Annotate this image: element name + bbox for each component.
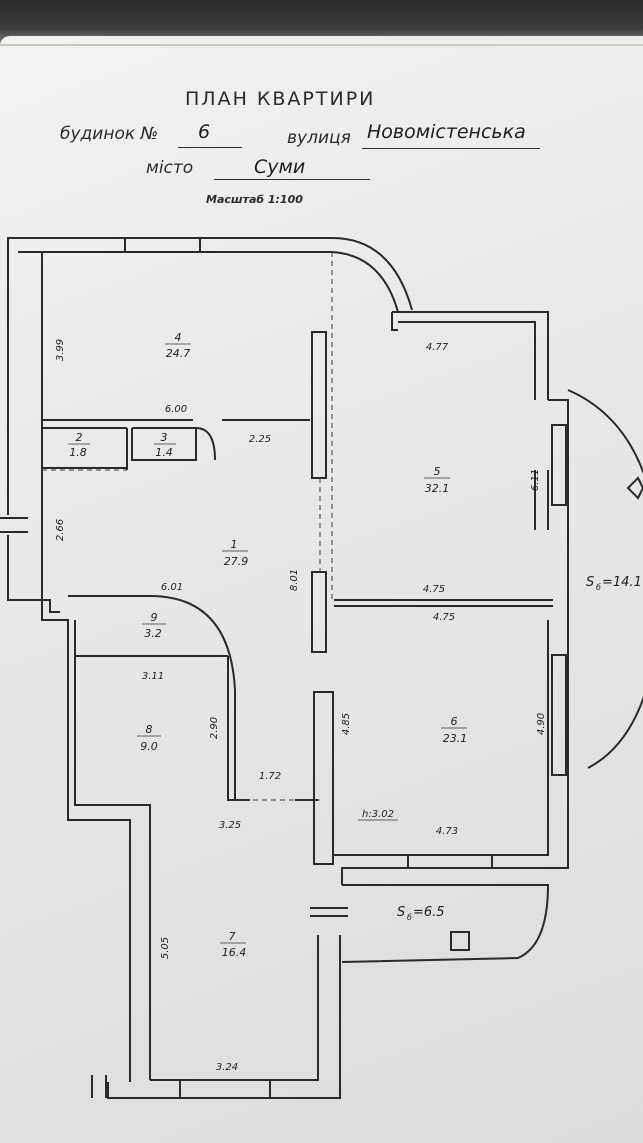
- dim-2-90: 2.90: [209, 717, 220, 739]
- bay-window-top: [331, 237, 413, 311]
- dim-3-24: 3.24: [216, 1062, 238, 1073]
- dim-3-25: 3.25: [219, 820, 241, 831]
- paper-sheet: [0, 36, 643, 1143]
- wall-left-outer: [7, 237, 18, 515]
- room-1-area: 27.9: [224, 555, 249, 568]
- house-label: будинок №: [60, 124, 159, 144]
- room-9-area: 3.2: [144, 627, 162, 640]
- room-7-area: 16.4: [222, 946, 247, 959]
- room-7-number: 7: [229, 930, 236, 943]
- dim-4-85: 4.85: [341, 713, 352, 735]
- house-number: 6: [198, 121, 211, 143]
- room-4-number: 4: [175, 331, 182, 344]
- balcony-2-value: =6.5: [413, 905, 445, 920]
- room-3-number: 3: [161, 431, 168, 444]
- dim-3-11: 3.11: [142, 671, 164, 682]
- room-3-area: 1.4: [155, 446, 173, 459]
- street-underline: [362, 148, 540, 149]
- dim-4-73: 4.73: [436, 826, 458, 837]
- room-2-area: 1.8: [69, 446, 87, 459]
- window-lower: [179, 1079, 271, 1099]
- room-6-area: 23.1: [443, 732, 468, 745]
- dim-6-01: 6.01: [161, 582, 183, 593]
- partition-3: [313, 691, 334, 865]
- room-4-area: 24.7: [166, 347, 191, 360]
- wall-right-lower: [332, 650, 549, 856]
- dim-4-90: 4.90: [536, 713, 547, 735]
- window-right-2: [551, 654, 567, 776]
- wall-bottom: [107, 935, 341, 1099]
- scale-label: Масштаб 1:100: [206, 193, 303, 206]
- balcony-2-s: S: [397, 905, 405, 920]
- window-top: [124, 237, 201, 253]
- sheet-edge: [0, 44, 643, 46]
- partition-2: [311, 571, 327, 653]
- room-2-number: 2: [76, 431, 83, 444]
- balcony-2-sub: б: [407, 913, 412, 922]
- wall-left-lower: [41, 600, 131, 1082]
- room-8-number: 8: [146, 723, 153, 736]
- wall-room9-arc: [68, 595, 236, 800]
- room-6-number: 6: [451, 715, 458, 728]
- dim-4-77: 4.77: [426, 342, 449, 353]
- balcony-1-s: S: [586, 575, 594, 590]
- wall-right-upper: [392, 311, 549, 650]
- dim-2-66: 2.66: [55, 519, 66, 541]
- city-label: місто: [146, 158, 194, 178]
- dim-6-00: 6.00: [165, 404, 187, 415]
- dim-4-75a: 4.75: [423, 584, 445, 595]
- street-label: вулиця: [287, 128, 351, 148]
- dim-8-01: 8.01: [289, 569, 300, 591]
- balcony-right: [567, 389, 643, 769]
- partition-1: [311, 331, 327, 479]
- dim-3-99: 3.99: [55, 339, 66, 361]
- window-bottom: [407, 854, 493, 869]
- dim-2-25: 2.25: [249, 434, 271, 445]
- dim-6-11: 6.11: [530, 469, 541, 491]
- plan-title: ПЛАН КВАРТИРИ: [185, 88, 376, 110]
- balcony-1-sub: б: [596, 583, 601, 592]
- house-underline: [178, 147, 242, 148]
- city-value: Суми: [254, 156, 306, 178]
- street-value: Новомістенська: [367, 121, 526, 143]
- room-9-number: 9: [151, 611, 158, 624]
- wall-5-6: [334, 599, 553, 607]
- dim-5-05: 5.05: [160, 937, 171, 959]
- room-8-area: 9.0: [140, 740, 158, 753]
- room-5-area: 32.1: [425, 482, 450, 495]
- balcony-bottom: [341, 884, 550, 963]
- window-right-1: [551, 424, 567, 506]
- room-1-number: 1: [231, 538, 238, 551]
- balcony-1-value: =14.1: [602, 575, 642, 590]
- room-height: h:3.02: [362, 809, 394, 820]
- room-5-number: 5: [434, 465, 441, 478]
- dim-1-72: 1.72: [259, 771, 281, 782]
- city-underline: [214, 179, 370, 180]
- dim-4-75b: 4.75: [433, 612, 455, 623]
